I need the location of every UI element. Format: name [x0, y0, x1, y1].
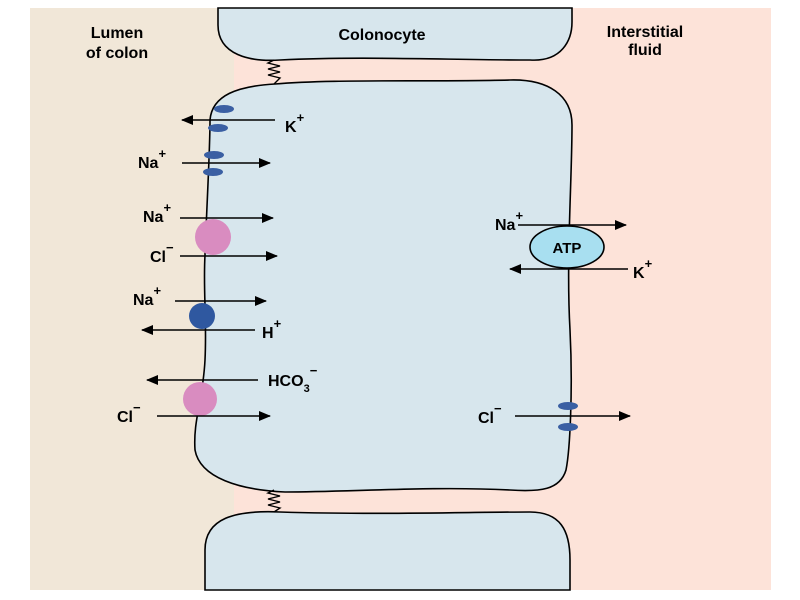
- colonocyte-cell: [193, 79, 573, 493]
- lumen-label-line1: Lumen: [91, 25, 143, 42]
- cl-channel-bottom: [558, 423, 578, 431]
- upper-tight-junction: [265, 59, 282, 85]
- k-channel-top: [214, 105, 234, 113]
- na-exchanger-label: Na+: [133, 283, 161, 309]
- interstitial-label-line2: fluid: [628, 42, 662, 59]
- cl-exchanger-label: Cl−: [117, 400, 141, 426]
- cl-basolateral-label: Cl−: [478, 401, 502, 427]
- na-k-atpase-pump: [529, 225, 605, 269]
- lumen-label-line2: of colon: [86, 45, 148, 62]
- lower-tight-junction: [265, 489, 282, 513]
- k-pump-label: K+: [633, 256, 653, 282]
- hco3-label: HCO3−: [268, 363, 318, 395]
- cl-hco3-exchanger: [183, 382, 217, 416]
- na-channel-bottom: [203, 168, 223, 176]
- interstitial-label-line1: Interstitial: [607, 24, 683, 41]
- na-pump-label: Na+: [495, 208, 523, 234]
- lower-neighbor-cell: [204, 510, 571, 591]
- na-cotransport-label: Na+: [143, 200, 171, 226]
- k-channel-bottom: [208, 124, 228, 132]
- cl-channel-top: [558, 402, 578, 410]
- h-exchanger-label: H+: [262, 316, 282, 342]
- atp-label: ATP: [553, 240, 582, 257]
- na-channel-label: Na+: [138, 146, 166, 172]
- lumen-background: [30, 8, 234, 590]
- cl-cotransport-label: Cl−: [150, 240, 174, 266]
- k-apical-label: K+: [285, 110, 305, 136]
- upper-neighbor-cell: [217, 7, 573, 62]
- na-h-exchanger: [189, 303, 215, 329]
- na-cl-cotransporter: [195, 219, 231, 255]
- colonocyte-label: Colonocyte: [338, 27, 425, 44]
- na-channel-top: [204, 151, 224, 159]
